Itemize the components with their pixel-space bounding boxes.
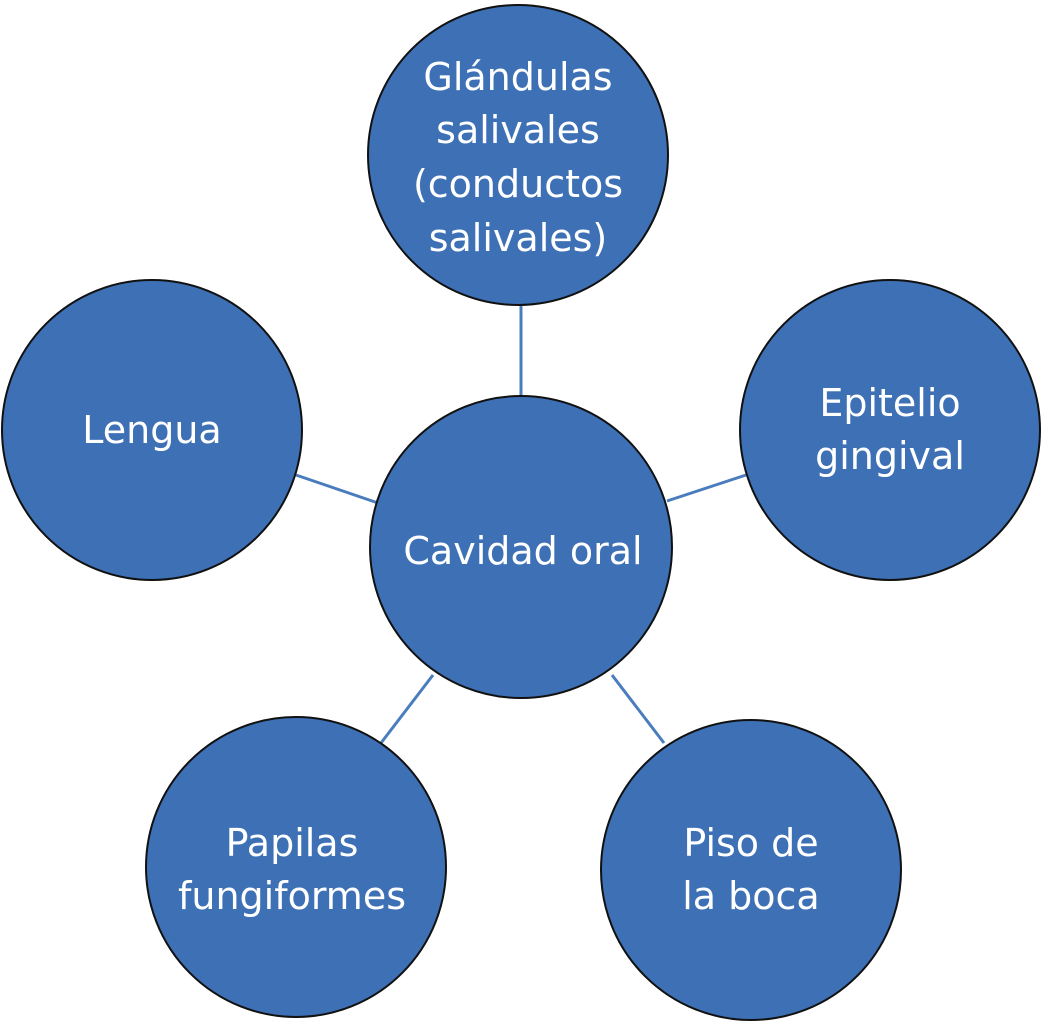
connector-papilas xyxy=(379,674,435,744)
node-label: gingival xyxy=(815,434,965,478)
node-label: Piso de xyxy=(683,821,818,865)
node-label: Glándulas xyxy=(423,55,612,99)
node-piso: Piso de la boca xyxy=(600,719,902,1021)
node-label: salivales) xyxy=(429,216,608,260)
connector-piso xyxy=(610,674,666,744)
node-label: Cavidad oral xyxy=(403,529,642,573)
node-papilas: Papilas fungiformes xyxy=(145,716,447,1018)
node-label: fungiformes xyxy=(178,874,406,918)
node-lengua: Lengua xyxy=(1,279,303,581)
node-label: Epitelio xyxy=(819,381,960,425)
node-label: la boca xyxy=(682,874,819,918)
node-label: (conductos xyxy=(413,162,623,206)
node-glandulas: Glándulas salivales (conductos salivales… xyxy=(367,4,669,306)
connector-lengua xyxy=(295,473,379,505)
node-label: Lengua xyxy=(82,408,221,452)
node-label: salivales xyxy=(436,108,600,152)
node-label: Papilas xyxy=(226,821,359,865)
connector-epitelio xyxy=(666,473,747,503)
node-epitelio: Epitelio gingival xyxy=(739,279,1041,581)
node-center: Cavidad oral xyxy=(369,395,673,699)
